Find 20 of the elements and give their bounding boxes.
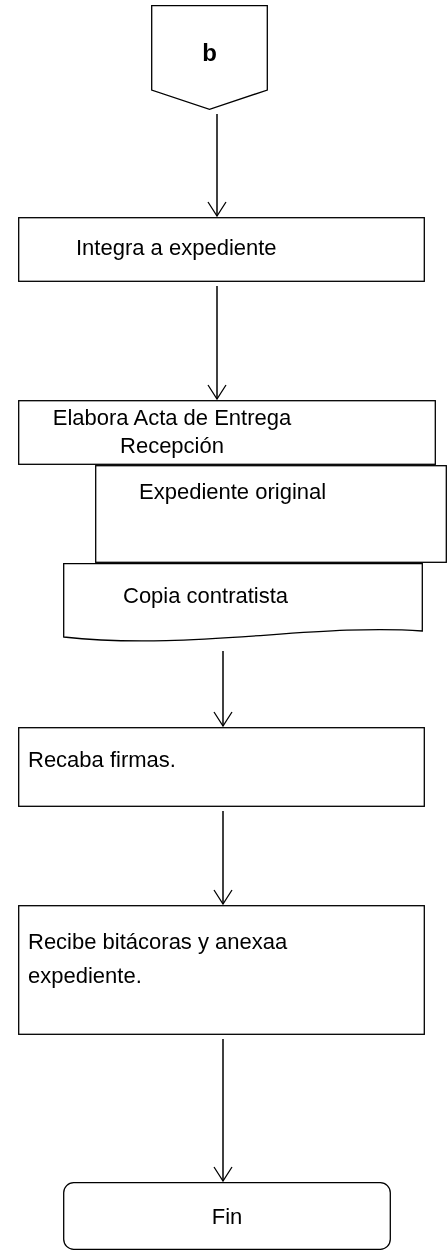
node-text: Elabora Acta de Entrega Recepción	[51, 404, 293, 460]
off-page-connector	[151, 5, 268, 110]
arrow	[213, 1038, 233, 1182]
process-box	[18, 727, 425, 807]
node-text: Copia contratista	[123, 582, 290, 610]
node-text: Expediente original	[139, 478, 328, 506]
arrow	[207, 113, 227, 217]
node-text: b	[201, 38, 218, 68]
document-shape	[18, 400, 436, 465]
document-shape	[95, 465, 447, 563]
node-text: Recaba firmas.	[28, 746, 177, 774]
arrow	[213, 810, 233, 905]
node-text: Recibe bitácoras y anexaa expediente.	[28, 928, 289, 990]
node-text: Fin	[210, 1203, 244, 1231]
node-text: Integra a expediente	[76, 234, 278, 262]
process-box	[18, 905, 425, 1035]
arrow	[213, 650, 233, 727]
arrow	[207, 285, 227, 400]
process-box	[18, 217, 425, 282]
terminator-box	[63, 1182, 391, 1250]
